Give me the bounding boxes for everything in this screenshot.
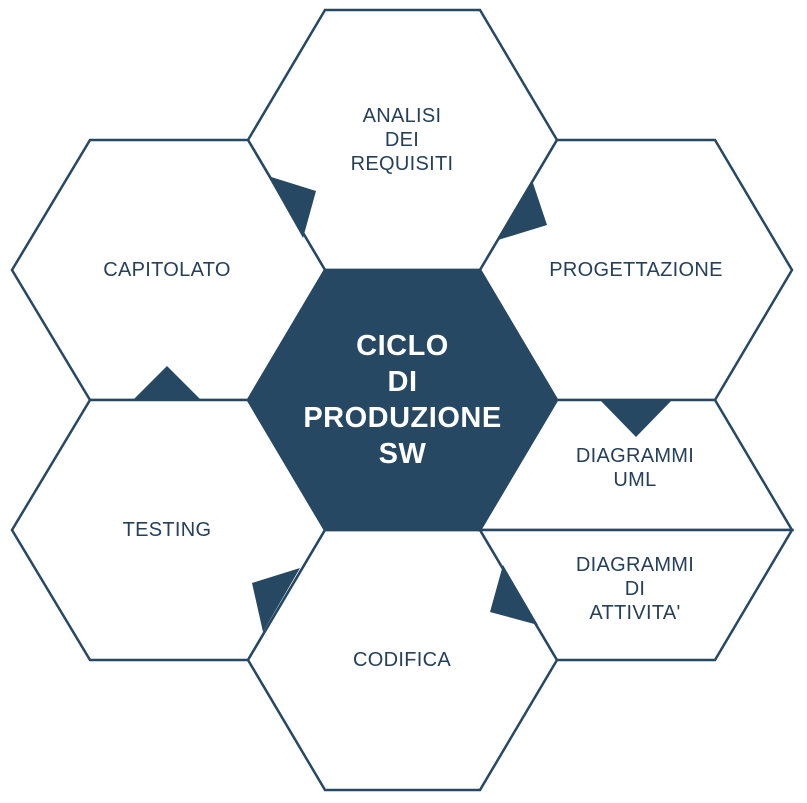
arrow-analisi-to-progettazione <box>498 180 547 240</box>
arrow-testing-to-capitolato <box>133 366 201 400</box>
label-diagrammi-uml: DIAGRAMMI UML <box>575 445 695 491</box>
center-title: CICLO DI PRODUZIONE SW <box>303 330 502 470</box>
label-codifica: CODIFICA <box>353 649 451 671</box>
arrow-codifica-to-testing <box>252 568 300 632</box>
label-progettazione: PROGETTAZIONE <box>549 259 723 281</box>
label-testing: TESTING <box>122 519 212 541</box>
label-analisi-requisiti: ANALISI DEI REQUISITI <box>350 105 454 175</box>
arrow-attivita-to-codifica <box>490 565 538 625</box>
arrow-capitolato-to-analisi <box>268 176 316 238</box>
hex-center <box>246 268 559 532</box>
label-capitolato: CAPITOLATO <box>103 259 231 281</box>
label-diagrammi-attivita: DIAGRAMMI DI ATTIVITA' <box>575 554 695 624</box>
arrow-progettazione-to-uml <box>600 400 672 437</box>
